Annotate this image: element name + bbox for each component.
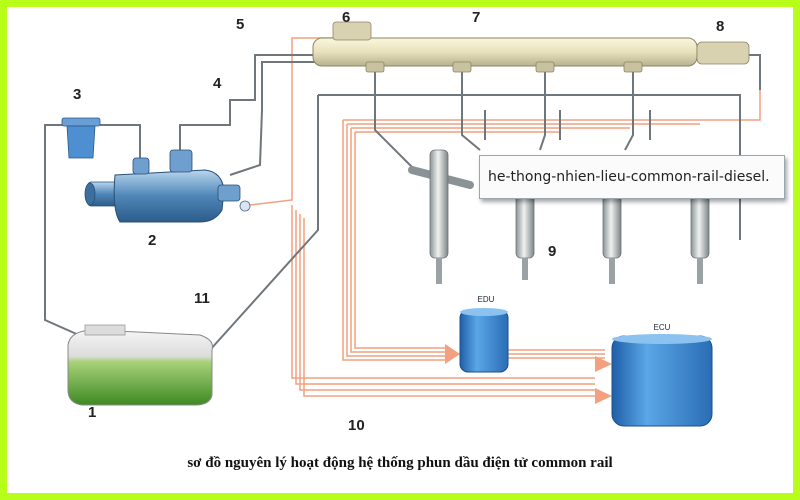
- injector-1: [408, 149, 474, 284]
- signal-wires: [249, 37, 761, 397]
- label-6: 6: [342, 9, 350, 26]
- injector-3: [602, 191, 622, 284]
- label-8: 8: [716, 18, 724, 35]
- label-5: 5: [236, 16, 244, 33]
- edu-label: EDU: [478, 295, 495, 304]
- diagram-caption: sơ đồ nguyên lý hoạt động hệ thống phun …: [187, 455, 613, 471]
- label-2: 2: [148, 232, 156, 249]
- injector-2: [515, 191, 535, 280]
- edu-module: EDU: [459, 295, 509, 373]
- label-1: 1: [88, 404, 96, 421]
- injector-4: [690, 191, 710, 284]
- label-4: 4: [213, 75, 222, 92]
- image-tooltip: he-thong-nhien-lieu-common-rail-diesel.: [479, 155, 785, 199]
- ecu-module: ECU: [611, 323, 713, 427]
- label-7: 7: [472, 9, 480, 26]
- signal-arrows: [445, 344, 612, 404]
- label-11: 11: [194, 290, 210, 307]
- common-rail: [312, 21, 750, 73]
- common-rail-diagram: EDU ECU 1 2 3 4 5 6 7 8 9 10 11: [44, 9, 761, 434]
- label-10: 10: [348, 417, 365, 434]
- diagram-frame: EDU ECU 1 2 3 4 5 6 7 8 9 10 11 he-thong…: [7, 7, 793, 493]
- ecu-label: ECU: [654, 323, 671, 332]
- fuel-tank: [67, 324, 213, 406]
- high-pressure-pump: [84, 149, 251, 223]
- fuel-filter: [61, 117, 101, 159]
- label-3: 3: [73, 86, 81, 103]
- label-9: 9: [548, 243, 556, 260]
